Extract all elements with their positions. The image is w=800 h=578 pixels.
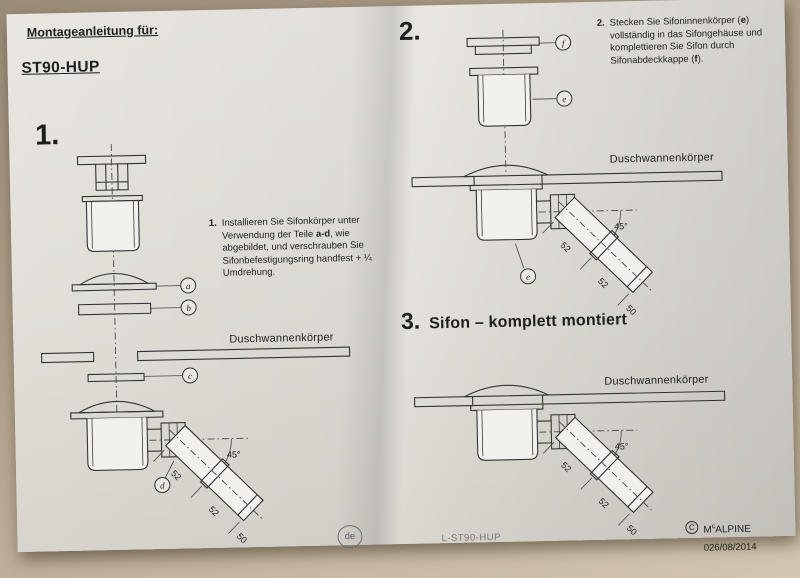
brand-name: McALPINE (703, 523, 751, 536)
part-label-d: d (154, 477, 171, 494)
siphon-body-assembled (70, 400, 187, 471)
step3-number: 3. (400, 307, 421, 335)
tray-label-3: Duschwannenkörper (604, 373, 709, 388)
dimension-seg2: 52 (597, 496, 611, 510)
document-code: L-ST90-HUP (441, 531, 502, 545)
step3-diagram: 45° 52 52 50 (414, 384, 726, 537)
part-c-gasket (87, 372, 183, 383)
document-date: 026/08/2014 (703, 541, 757, 554)
part-e-inner-body (469, 66, 557, 127)
dimension-angle: 45° (227, 449, 241, 459)
part-f-cover-cap (466, 36, 556, 55)
outlet-pipe: 52 52 50 (542, 416, 654, 537)
dimension-angle: 45° (615, 441, 629, 451)
dimension-seg1: 52 (559, 460, 573, 474)
part-label-b: b (180, 299, 197, 316)
step3-heading: 3. Sifon – komplett montiert (401, 303, 628, 335)
svg-text:e: e (562, 94, 566, 104)
part-label-f: f (555, 34, 572, 51)
dimension-angle: 45° (614, 221, 628, 231)
page-title: Montageanleitung für: (26, 23, 159, 40)
de-stamp-text: de (344, 531, 356, 543)
siphon-body-assembled (463, 164, 576, 241)
svg-text:d: d (160, 480, 165, 490)
brand-block: C McALPINE 026/08/2014 (685, 519, 757, 556)
step1-diagram: a b c (41, 144, 351, 545)
part-label-a: a (180, 277, 197, 294)
tray-label-2: Duschwannenkörper (609, 151, 715, 166)
exploded-inner-body (81, 194, 143, 252)
centerline (502, 29, 507, 172)
svg-text:a: a (186, 281, 191, 291)
leader-e (514, 243, 525, 269)
shower-tray-section (41, 346, 351, 364)
svg-text:b: b (186, 303, 191, 313)
step2-diagram: f e (411, 29, 723, 317)
model-number: ST90-HUP (21, 58, 100, 77)
shower-tray-section (411, 170, 723, 188)
siphon-complete-assembled (464, 384, 577, 461)
part-label-c: c (182, 367, 199, 384)
exploded-cap (76, 154, 147, 191)
copyright-icon: C (685, 520, 699, 535)
brand-and-date: McALPINE 026/08/2014 (703, 519, 757, 556)
centerline (110, 144, 118, 412)
part-label-e: e (556, 90, 573, 107)
step3-title: Sifon – komplett montiert (429, 311, 628, 333)
leader-d (164, 460, 175, 479)
part-label-e-assembled: e (520, 268, 537, 285)
dimension-seg2: 52 (596, 276, 610, 290)
shower-tray-section (414, 390, 726, 408)
dimension-diameter: 50 (235, 531, 249, 545)
outlet-pipe: 52 52 50 (542, 196, 654, 317)
tray-label-1: Duschwannenkörper (229, 331, 334, 346)
instruction-sheet: Montageanleitung für: ST90-HUP 1. 1. Ins… (6, 0, 796, 554)
dimension-diameter: 50 (625, 523, 639, 537)
svg-text:e: e (526, 272, 530, 282)
dimension-seg1: 52 (558, 240, 572, 254)
dimension-seg1: 52 (169, 468, 183, 482)
dimension-seg2: 52 (207, 504, 221, 518)
part-a-strainer-dome (71, 273, 181, 292)
outlet-pipe: 52 52 50 (153, 424, 264, 545)
part-b-fastening-ring (77, 302, 181, 316)
svg-text:f: f (562, 38, 566, 48)
svg-text:c: c (188, 371, 192, 381)
